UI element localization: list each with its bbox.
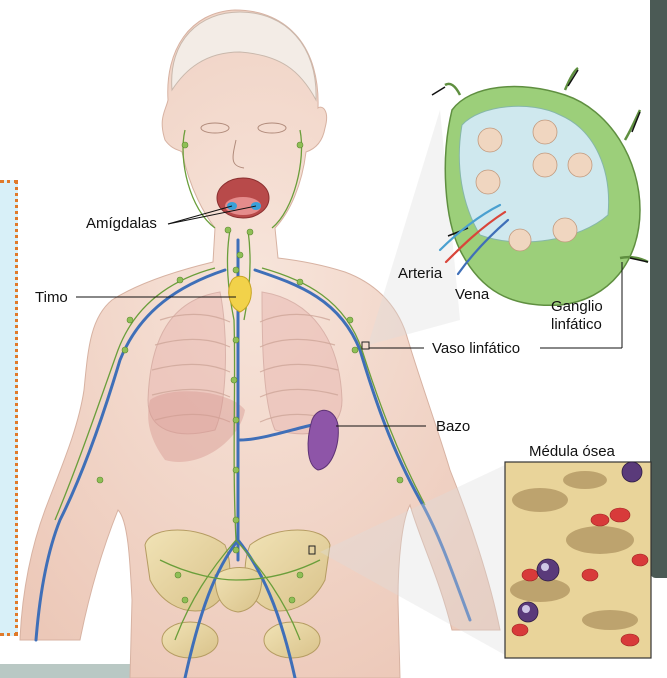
lymph-node-zoom <box>368 68 648 345</box>
thymus-label: Timo <box>35 289 68 306</box>
tonsils-label: Amígdalas <box>86 215 157 232</box>
bone-marrow-label: Médula ósea <box>529 443 615 460</box>
lymph-node-label-line2: linfático <box>551 316 602 333</box>
spleen-label: Bazo <box>436 418 470 435</box>
artery-label: Arteria <box>398 265 442 282</box>
lymph-node-label-line1: Ganglio <box>551 298 603 315</box>
lymph-vessel-label: Vaso linfático <box>432 340 520 357</box>
vein-label: Vena <box>455 286 489 303</box>
